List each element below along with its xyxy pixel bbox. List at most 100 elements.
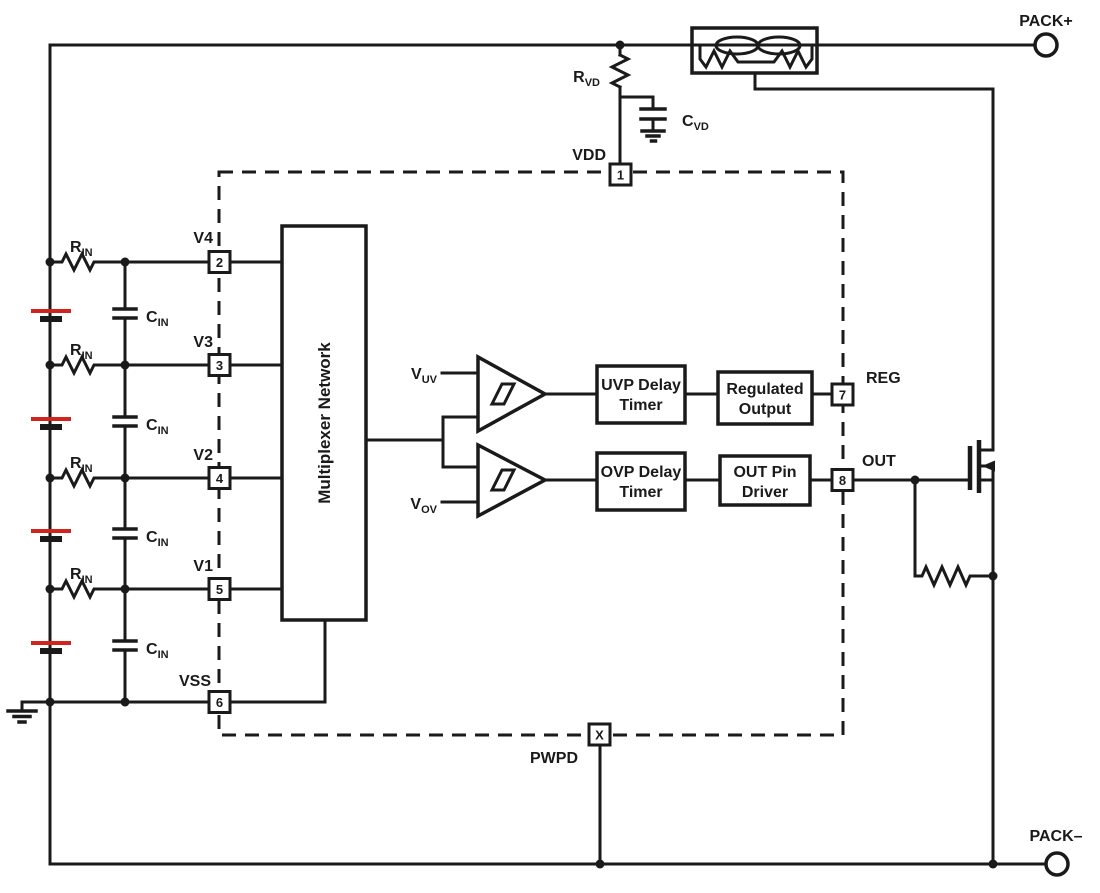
svg-text:7: 7 <box>839 388 846 403</box>
ic-boundary <box>217 170 845 737</box>
ovp-delay-timer-block: OVP Delay Timer <box>595 451 687 512</box>
vdd-pin-label: VDD <box>572 147 606 164</box>
comparator-triangle <box>476 354 549 434</box>
mux-output-wire <box>364 415 480 469</box>
svg-text:1: 1 <box>617 168 624 183</box>
cin-label: CIN <box>146 309 169 329</box>
cell-positive-plate <box>31 641 71 645</box>
svg-text:3: 3 <box>216 358 223 373</box>
regulated-output-block: Regulated Output <box>716 370 814 426</box>
svg-text:2: 2 <box>216 255 223 270</box>
rin-resistor-symbol <box>48 353 212 377</box>
pack-plus-label: PACK+ <box>1019 13 1073 30</box>
pin-vss: 6 <box>207 690 232 714</box>
pin-out: 8 <box>830 468 855 492</box>
out-pin-driver-box <box>718 454 812 507</box>
out-pin-driver-label2: Driver <box>742 484 788 501</box>
battery-cell-symbol <box>31 641 71 654</box>
multiplexer-label: Multiplexer Network <box>315 342 334 504</box>
regulated-output-label2: Output <box>739 401 792 418</box>
cell-negative-plate <box>40 648 62 654</box>
cell-negative-plate <box>40 536 62 542</box>
uvp-delay-timer-box <box>595 364 687 425</box>
reg-pin-label: REG <box>866 370 901 387</box>
uvp-delay-timer-block: UVP Delay Timer <box>595 364 687 425</box>
cvd-label: CVD <box>682 113 709 133</box>
pin-v4: 2 <box>207 250 232 274</box>
rin-label: RIN <box>70 455 93 475</box>
hysteresis-icon <box>489 382 517 406</box>
pack-minus-terminal <box>1044 851 1070 877</box>
rin-label: RIN <box>70 566 93 586</box>
chemical-fuse-symbol <box>690 26 819 75</box>
ov-comparator-symbol <box>476 442 549 519</box>
cin-label: CIN <box>146 417 169 437</box>
cin-capacitor-symbol <box>112 476 138 591</box>
pin6-mux-wire <box>228 618 327 704</box>
regulated-output-label: Regulated <box>726 381 803 398</box>
pack-minus-circle <box>1044 851 1070 877</box>
labels: PACK+ PACK– VDD V4 V3 V2 V1 VSS REG OUT … <box>70 13 1083 845</box>
battery-cells <box>31 309 71 654</box>
out-pin-label: OUT <box>862 453 896 470</box>
v3-pin-label: V3 <box>193 334 213 351</box>
cin-capacitor-symbol <box>112 260 138 367</box>
battery-cell-symbol <box>31 417 71 430</box>
regulated-output-box <box>716 370 814 426</box>
junction-dots <box>45 40 998 869</box>
cvd-capacitor-symbol <box>639 95 667 133</box>
uvp-delay-timer-label2: Timer <box>619 397 662 414</box>
rvd-resistor-symbol <box>608 52 632 90</box>
vdd-wire <box>618 85 655 166</box>
ovp-delay-timer-box <box>595 451 687 512</box>
gate-source-resistor-symbol <box>913 563 995 589</box>
cell-positive-plate <box>31 417 71 421</box>
wires <box>48 43 1048 866</box>
battery-cell-symbol <box>31 529 71 542</box>
cin-capacitor-symbol <box>112 587 138 704</box>
rin-resistor-symbol <box>48 250 212 274</box>
pin-vdd: 1 <box>608 162 633 187</box>
ovp-delay-timer-label2: Timer <box>619 484 662 501</box>
ic-pins: 1 2 3 4 5 6 7 8 <box>207 162 855 747</box>
cell-negative-plate <box>40 424 62 430</box>
fuse-tap-drain-wire <box>753 60 995 452</box>
v4-pin-label: V4 <box>193 230 213 247</box>
battery-cell-symbol <box>31 309 71 322</box>
pin-pwpd: X <box>587 722 612 747</box>
svg-text:8: 8 <box>839 473 846 488</box>
cin-label: CIN <box>146 641 169 661</box>
vuv-label: VUV <box>411 366 438 386</box>
cin-capacitor-symbol <box>112 363 138 480</box>
ovp-delay-timer-label: OVP Delay <box>601 464 682 481</box>
out-pin-driver-label: OUT Pin <box>733 464 796 481</box>
rin-label: RIN <box>70 342 93 362</box>
cell-negative-plate <box>40 316 62 322</box>
svg-text:6: 6 <box>216 695 223 710</box>
out-pin-driver-block: OUT Pin Driver <box>718 454 812 507</box>
uvp-delay-timer-label: UVP Delay <box>601 377 681 394</box>
fuse-heater-left <box>698 46 757 71</box>
comparator-triangle <box>476 442 549 519</box>
rvd-label: RVD <box>573 69 600 89</box>
cell-positive-plate <box>31 309 71 313</box>
ground-symbol <box>6 700 52 724</box>
pin-v3: 3 <box>207 353 232 377</box>
v1-pin-label: V1 <box>193 558 213 575</box>
svg-text:5: 5 <box>216 582 223 597</box>
cvd-ground-symbol <box>640 129 666 143</box>
svg-text:X: X <box>595 728 604 743</box>
pack-plus-circle <box>1033 32 1059 58</box>
uv-comparator-symbol <box>476 354 549 434</box>
rin-resistor-symbol <box>48 466 212 490</box>
pin-reg: 7 <box>830 382 855 407</box>
fet-body-arrow <box>982 460 995 472</box>
fuse-heater-right <box>753 46 814 71</box>
input-capacitors <box>112 260 138 704</box>
cell-positive-plate <box>31 529 71 533</box>
pack-plus-terminal <box>1033 32 1059 58</box>
hysteresis-icon <box>489 468 517 492</box>
cin-label: CIN <box>146 529 169 549</box>
rin-resistor-symbol <box>48 577 212 601</box>
